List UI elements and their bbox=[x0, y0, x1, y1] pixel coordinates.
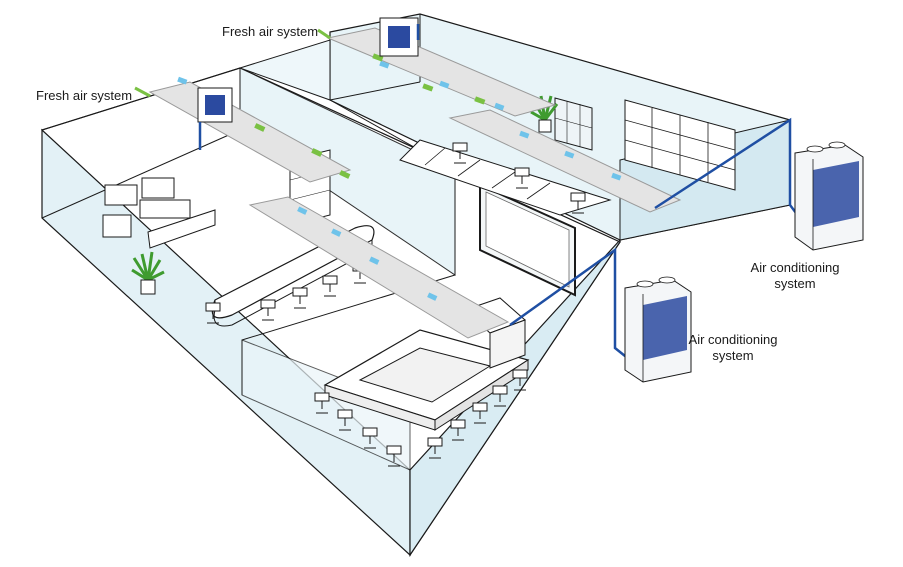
ac-mid-label-line2: system bbox=[712, 348, 754, 363]
air-diffuser-icon bbox=[369, 256, 380, 265]
air-diffuser-icon bbox=[379, 60, 390, 69]
air-conditioning-system-label-right: Air conditioning system bbox=[740, 260, 850, 292]
office-chair-icon bbox=[427, 437, 443, 459]
ac-right-label-line2: system bbox=[774, 276, 816, 291]
bookshelf bbox=[624, 99, 736, 191]
air-conditioner-outdoor-unit-icon bbox=[794, 141, 864, 251]
air-diffuser-icon bbox=[519, 130, 530, 139]
ac-right-label-line1: Air conditioning bbox=[750, 260, 840, 275]
whiteboard bbox=[479, 183, 576, 297]
supply-diffusers bbox=[177, 60, 622, 301]
air-diffuser-icon bbox=[439, 80, 450, 89]
potted-plant-icon bbox=[131, 251, 165, 295]
office-chair-icon bbox=[292, 287, 308, 309]
air-diffuser-icon bbox=[494, 102, 505, 111]
office-chair-icon bbox=[322, 275, 338, 297]
office-chair-icon bbox=[492, 385, 508, 407]
office-chair-icon bbox=[450, 419, 466, 441]
fresh-air-system-label-top: Fresh air system bbox=[222, 24, 319, 39]
office-chair-icon bbox=[570, 192, 586, 214]
office-chair-icon bbox=[314, 392, 330, 414]
lounge-sofas bbox=[102, 177, 216, 249]
ac-mid-label-line1: Air conditioning bbox=[688, 332, 778, 347]
air-conditioner-outdoor-unit-icon bbox=[624, 276, 692, 383]
office-chair-icon bbox=[260, 299, 276, 321]
fresh-air-unit-top bbox=[379, 17, 419, 57]
air-diffuser-icon bbox=[427, 292, 438, 301]
air-diffuser-icon bbox=[297, 206, 308, 215]
window-panel bbox=[554, 97, 593, 151]
office-desks bbox=[399, 139, 612, 216]
air-diffuser-icon bbox=[564, 150, 575, 159]
square-meeting-table bbox=[323, 329, 530, 431]
office-chair-icon bbox=[514, 167, 530, 189]
office-chair-icon bbox=[472, 402, 488, 424]
office-chair-icon bbox=[362, 427, 378, 449]
fresh-air-unit-left bbox=[197, 87, 233, 123]
office-chair-icon bbox=[337, 409, 353, 431]
office-chair-icon bbox=[205, 302, 221, 324]
office-chair-icon bbox=[512, 369, 528, 391]
fresh-air-arrows bbox=[134, 28, 486, 179]
air-diffuser-icon bbox=[331, 228, 342, 237]
office-chair-icon bbox=[452, 142, 468, 164]
office-chairs bbox=[205, 142, 586, 467]
fresh-air-system-label-left: Fresh air system bbox=[36, 88, 133, 103]
air-conditioning-system-label-mid: Air conditioning system bbox=[678, 332, 788, 364]
office-chair-icon bbox=[386, 445, 402, 467]
air-diffuser-icon bbox=[611, 172, 622, 181]
air-diffuser-icon bbox=[177, 76, 188, 85]
